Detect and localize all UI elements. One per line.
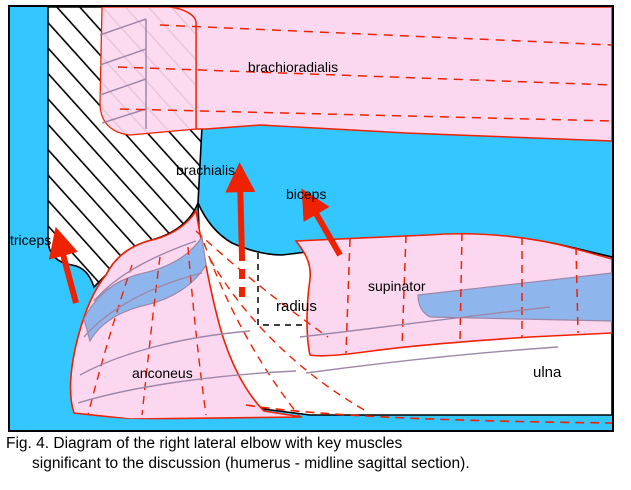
brachioradialis-contour-lines [99, 18, 147, 129]
anconeus-contour-lines [77, 240, 559, 404]
olecranon-cartilage [83, 235, 207, 343]
supinator-deep-head [417, 272, 612, 322]
diagram-frame: brachioradialis brachialis biceps tricep… [8, 5, 614, 432]
anconeus-muscle [69, 208, 303, 420]
background-lower-strip [10, 411, 612, 430]
supinator-fiber-lines [345, 232, 579, 354]
caption-line-2: significant to the discussion (humerus -… [32, 455, 470, 473]
label-anconeus: anconeus [132, 365, 193, 381]
anconeus-fiber-lines [87, 230, 367, 418]
label-supinator: supinator [368, 278, 426, 294]
caption-line-1: Fig. 4. Diagram of the right lateral elb… [6, 435, 403, 452]
forearm-lower-boundary [245, 404, 612, 424]
label-radius: radius [276, 298, 317, 315]
label-ulna: ulna [533, 364, 562, 381]
label-brachioradialis: brachioradialis [248, 59, 338, 75]
label-brachialis: brachialis [176, 162, 235, 178]
brachialis-arrow [225, 162, 256, 297]
triceps-arrow [48, 226, 79, 304]
brachioradialis-origin [99, 7, 197, 136]
label-biceps: biceps [286, 186, 326, 202]
brachioradialis-fiber-lines [117, 24, 612, 122]
label-triceps: triceps [10, 232, 51, 248]
anatomy-diagram: brachioradialis brachialis biceps tricep… [10, 7, 612, 430]
figure-caption: Fig. 4. Diagram of the right lateral elb… [6, 434, 626, 475]
biceps-arrow [301, 188, 343, 257]
